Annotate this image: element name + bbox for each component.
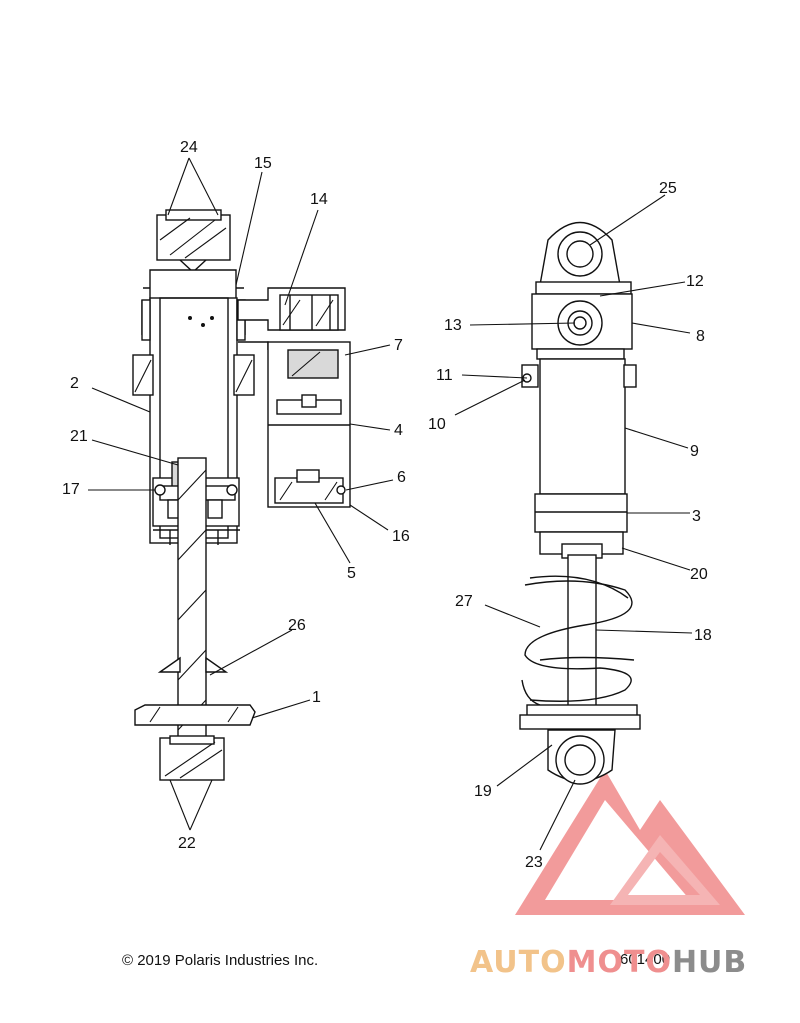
callout-26: 26 xyxy=(288,617,306,634)
callout-23: 23 xyxy=(525,854,543,871)
leader-lines xyxy=(88,157,693,851)
callout-15: 15 xyxy=(254,155,272,172)
callout-13: 13 xyxy=(444,317,462,334)
callout-10: 10 xyxy=(428,416,446,433)
callout-21: 21 xyxy=(70,428,88,445)
callout-5: 5 xyxy=(347,565,356,582)
copyright-text: © 2019 Polaris Industries Inc. xyxy=(122,952,318,969)
callout-14: 14 xyxy=(310,191,328,208)
callout-18: 18 xyxy=(694,627,712,644)
watermark-hub: HUB xyxy=(672,945,747,980)
callout-25: 25 xyxy=(659,180,677,197)
automotohub-logo xyxy=(515,770,745,915)
drawing-number: 601400 xyxy=(620,951,670,968)
callout-22: 22 xyxy=(178,835,196,852)
callout-labels: 24 15 14 7 2 4 21 17 6 16 5 26 1 22 25 1… xyxy=(62,139,712,871)
callout-19: 19 xyxy=(474,783,492,800)
right-shock-exterior xyxy=(519,221,641,785)
watermark-text: AUTOMOTOHUB xyxy=(470,945,747,980)
watermark-moto: MOTO xyxy=(567,945,672,980)
callout-11: 11 xyxy=(436,367,453,384)
callout-6: 6 xyxy=(397,469,406,486)
callout-4: 4 xyxy=(394,422,403,439)
callout-12: 12 xyxy=(686,273,704,290)
callout-3: 3 xyxy=(692,508,701,525)
reservoir-section xyxy=(237,287,351,508)
left-shock-section xyxy=(132,209,256,781)
callout-8: 8 xyxy=(696,328,705,345)
callout-27: 27 xyxy=(455,593,473,610)
callout-17: 17 xyxy=(62,481,80,498)
callout-24: 24 xyxy=(180,139,198,156)
watermark-auto: AUTO xyxy=(470,945,567,980)
callout-16: 16 xyxy=(392,528,410,545)
callout-9: 9 xyxy=(690,443,699,460)
callout-2: 2 xyxy=(70,375,79,392)
callout-20: 20 xyxy=(690,566,708,583)
callout-1: 1 xyxy=(312,689,321,706)
callout-7: 7 xyxy=(394,337,403,354)
